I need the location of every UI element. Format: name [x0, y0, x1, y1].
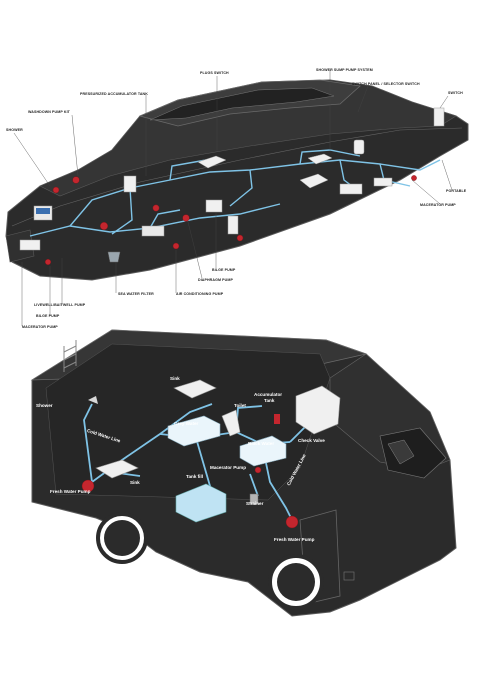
- rv-label-fresh-water-pump-left: Fresh Water Pump: [50, 489, 91, 494]
- ac-unit: [227, 215, 239, 235]
- boat-control-panel: [19, 239, 41, 251]
- rv-sink-top: [173, 379, 217, 399]
- shower-stall-tray: [299, 173, 329, 189]
- rv-fresh-water-pump-left-icon: [81, 479, 95, 493]
- shower-pump-icon: [52, 186, 60, 194]
- rv-label-check-valve: Check Valve: [298, 438, 325, 443]
- label-sea-water-filter: Sea water filter: [118, 292, 154, 296]
- rv-toilet: [221, 409, 241, 437]
- rv-label-strainer: Strainer: [246, 501, 264, 506]
- label-macerator-pump-right: Macerator pump: [420, 203, 456, 207]
- accumulator-tank-box: [339, 183, 363, 195]
- label-bilge-pump: Bilge pump: [212, 268, 236, 272]
- rv-macerator-pump-icon: [254, 466, 262, 474]
- boat-fixtures: [19, 107, 445, 263]
- label-macerator-pump-left: Macerator pump: [22, 325, 58, 329]
- rv-ladder: [63, 340, 77, 372]
- rv-sink-bottom: [95, 459, 139, 479]
- rv-seat: [387, 439, 415, 465]
- washdown-pump-icon: [72, 176, 80, 184]
- label-washdown-pump-kit: Washdown pump kit: [28, 110, 70, 114]
- label-pressurized-accumulator-tank: Pressurized accumulator tank: [80, 92, 148, 96]
- label-air-conditioning-pump: Air conditioning pump: [176, 292, 224, 296]
- rv-label-tank-fill: Tank fill: [186, 474, 204, 479]
- boat-illustration: [5, 70, 469, 326]
- rv-label-fresh-water-pump-right: Fresh Water Pump: [274, 537, 315, 542]
- rv-fresh-water-pump-right-icon: [285, 515, 299, 529]
- label-plugs-switch: Plugs switch: [200, 71, 229, 75]
- rv-label-sink-top: Sink: [170, 376, 180, 381]
- rv-label-toilet: Toilet: [234, 403, 246, 408]
- rv-strainer: [249, 493, 259, 505]
- boat-pumps: [45, 175, 417, 266]
- rv-label-sink-bottom: Sink: [130, 480, 140, 485]
- rv-wheels: [96, 512, 324, 610]
- label-portable: Portable: [446, 189, 467, 193]
- rv-label-shower: Shower: [36, 403, 53, 408]
- rv-pumps: [81, 466, 299, 529]
- bidet-unit: [373, 177, 393, 187]
- rv-door-handle: [343, 571, 355, 581]
- rv-black-water-tank: [239, 435, 287, 467]
- portable-toilet: [433, 107, 445, 127]
- macerator-pump-icon: [45, 259, 52, 266]
- ac-pump-icon: [172, 242, 180, 250]
- label-livewell-baitwell-pump: Livewell/baitwell pump: [34, 303, 86, 307]
- rv-label-grey-water: Grey Water: [174, 421, 199, 426]
- sea-water-strainer: [107, 251, 121, 263]
- label-shower-sump-pump: Shower sump pump system: [316, 68, 373, 72]
- livewell-box: [205, 199, 223, 213]
- label-bilge-pump-left: Bilge pump: [36, 314, 60, 318]
- bathroom-sink: [307, 153, 333, 165]
- water-heater: [123, 175, 137, 193]
- rv-windshield: [379, 427, 447, 479]
- label-shower: Shower: [6, 128, 23, 132]
- label-switch: Switch: [448, 91, 463, 95]
- boat-windshield: [149, 87, 335, 121]
- label-diaphragm-pump: Diaphragm pump: [198, 278, 233, 282]
- rv-fresh-water-tank: [175, 483, 227, 523]
- rv-label-macerator-pump: Macerator Pump: [210, 465, 246, 470]
- toilet: [353, 139, 365, 155]
- rv-label-tank: Tank: [264, 398, 275, 403]
- rv-fixtures: [88, 379, 341, 523]
- boat-leader-lines: [13, 70, 453, 326]
- rv-shower-head: [88, 396, 98, 404]
- galley-sink: [197, 155, 227, 169]
- livewell-pump-icon: [99, 221, 108, 230]
- label-switch-panel: Switch panel / selector switch: [352, 82, 420, 86]
- rv-illustration: [30, 329, 457, 617]
- rv-water-heater: [274, 414, 280, 424]
- rv-accumulator-tank: [295, 385, 341, 435]
- sump-pump-icon: [152, 204, 160, 212]
- rv-label-accumulator: Accumulator: [254, 392, 283, 397]
- boat-sheer-line: [11, 127, 463, 227]
- diaphragm-pump-icon: [182, 214, 190, 222]
- rv-label-black-water: Black Water: [248, 441, 275, 446]
- rv-grey-water-tank: [167, 415, 221, 447]
- engine-block: [141, 225, 165, 237]
- bilge-pump-icon: [236, 234, 244, 242]
- bidet-pump-icon: [411, 175, 417, 181]
